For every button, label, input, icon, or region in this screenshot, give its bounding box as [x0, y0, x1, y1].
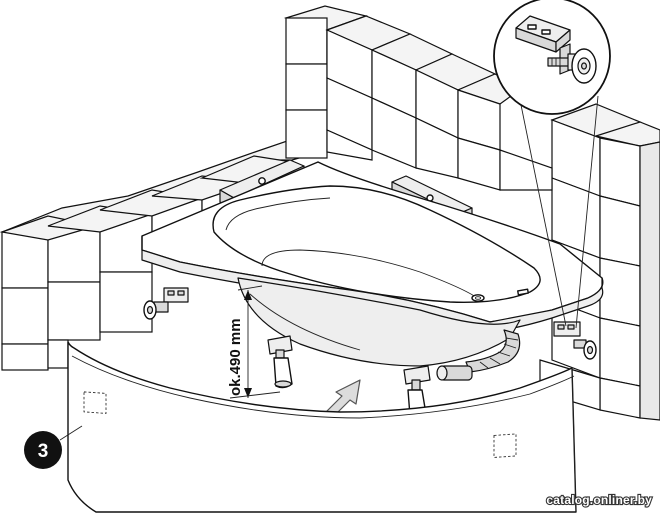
leg-left	[267, 335, 293, 389]
bathtub-body	[237, 277, 521, 367]
bathtub	[141, 161, 604, 367]
dimension-label: ok.490 mm	[227, 318, 244, 396]
drain	[471, 294, 485, 302]
step-number: 3	[38, 441, 49, 462]
siphon-pipe	[436, 329, 521, 381]
step-badge: 3	[24, 425, 83, 469]
detail-callout	[493, 0, 611, 329]
panel-clip-left	[83, 391, 107, 414]
watermark: catalog.onliner.by	[546, 493, 652, 507]
direction-arrow	[325, 379, 361, 417]
wall-mount-right	[553, 321, 597, 360]
wall-mount-left	[143, 287, 189, 320]
front-panel	[67, 341, 577, 513]
panel-clip-right	[493, 433, 517, 458]
bathtub-basin	[212, 185, 541, 303]
height-dimension: ok.490 mm	[227, 285, 281, 399]
detail-bolt	[547, 48, 597, 84]
